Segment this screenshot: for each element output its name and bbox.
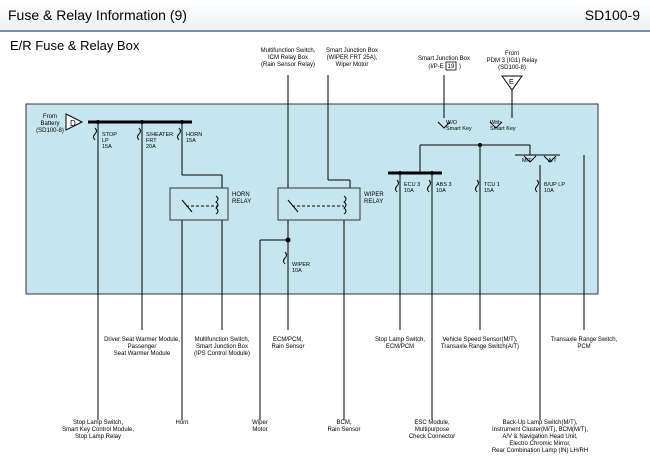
wo-smart-key-label-0: W/O — [446, 120, 458, 126]
fuse-stop-lp-label-2: 15A — [102, 144, 112, 150]
fuse-tcu1-label-0: TCU 1 — [484, 182, 500, 188]
fuse-stop-lp-label-0: STOP — [102, 132, 117, 138]
horn-bottom-label: Horn — [175, 420, 188, 426]
pdm-connector-icon — [501, 75, 523, 91]
battery-label-2: (SD100-8) — [36, 128, 64, 134]
multifunction-label-1: ICM Relay Box — [268, 55, 308, 61]
pdm-label-2: (SD100-8) — [498, 65, 526, 71]
backup-label-2: A/V & Navigation Head Unit, — [502, 434, 578, 440]
backup-label-3: Electro Chromic Mirror, — [509, 441, 571, 447]
backup-label-0: Back-Up Lamp Switch(M/T), — [502, 420, 577, 426]
fuse-horn-label-0: HORN — [186, 132, 202, 138]
page-code: SD100-9 — [584, 7, 640, 23]
wo-smart-key-label-1: Smart Key — [446, 126, 472, 132]
fuse-sheater-label-1: FRT — [146, 138, 157, 144]
smart-jb-wiper-label-1: (WIPER FRT 25A), — [327, 55, 378, 61]
horn-relay-label-0: HORN — [232, 192, 250, 198]
wiper-relay-label-0: WIPER — [364, 192, 384, 198]
stop-lamp-label-0: Stop Lamp Switch, — [73, 420, 123, 426]
fuse-bup-label-1: 10A — [544, 188, 554, 194]
with-smart-key-label-0: With — [490, 120, 501, 126]
battery-connector-label: D — [70, 119, 76, 128]
fuse-bup-label-0: B/UP LP — [544, 182, 565, 188]
stop-lamp-ecm-label-0: Stop Lamp Switch, — [375, 337, 425, 343]
at-label: A/T — [548, 158, 557, 164]
pdm-label-1: PDM 3 (IG1) Relay — [487, 58, 538, 64]
wiper-motor-label-1: Motor — [252, 427, 267, 433]
horn-relay-label-1: RELAY — [232, 199, 251, 205]
stop-lamp-ecm-label-1: ECM/PCM — [386, 344, 414, 350]
bcm-label-0: BCM, — [337, 420, 352, 426]
battery-connector-icon — [65, 113, 84, 131]
pdm-label-0: From — [505, 51, 519, 57]
fuse-horn-label-1: 15A — [186, 138, 196, 144]
multifunction-ips-label-2: (IPS Control Module) — [194, 351, 250, 357]
esc-label-0: ESC Module, — [414, 420, 450, 426]
driver-seat-label-0: Driver Seat Warmer Module, — [104, 337, 180, 343]
battery-label-0: From — [43, 114, 57, 120]
fuse-ecu3-label-0: ECU 3 — [404, 182, 420, 188]
smart-jb-ipe-label-3: ) — [459, 64, 461, 70]
smart-jb-ipe-label-1: (I/P-E — [428, 64, 443, 70]
backup-label-4: Rear Combination Lamp (IN) LH/RH — [492, 448, 588, 454]
vss-label-0: Vehicle Speed Sensor(M/T), — [442, 337, 517, 343]
multifunction-ips-label-0: Multifunction Switch, — [195, 337, 250, 343]
ipe-pin-box — [445, 61, 457, 71]
fuse-tcu1-label-1: 15A — [484, 188, 494, 194]
wiper-relay-label-1: RELAY — [364, 199, 383, 205]
fuse-abs3-label-1: 10A — [436, 188, 446, 194]
pdm-connector-label: E — [509, 79, 514, 86]
ecm-label-1: Rain Sensor — [271, 344, 304, 350]
smart-jb-wiper-label-0: Smart Junction Box — [326, 48, 378, 54]
battery-label-1: Battery — [40, 121, 59, 127]
smart-jb-ipe-label-0: Smart Junction Box — [418, 56, 470, 62]
bcm-label-1: Rain Sensor — [327, 427, 360, 433]
fuse-wiper-label-1: 10A — [292, 268, 302, 274]
trs-label-1: PCM — [577, 344, 590, 350]
smart-jb-wiper-label-2: Wiper Motor — [336, 62, 369, 68]
wiper-relay-box — [277, 187, 361, 221]
mt-label: M/T — [522, 158, 532, 164]
fuse-sheater-label-0: S/HEATER — [146, 132, 173, 138]
smart-jb-ipe-label-2: 19 — [448, 64, 455, 70]
driver-seat-label-2: Seat Warmer Module — [114, 351, 171, 357]
fuse-sheater-label-2: 20A — [146, 144, 156, 150]
fuse-stop-lp-label-1: LP — [102, 138, 109, 144]
page-title: Fuse & Relay Information (9) — [8, 7, 187, 23]
multifunction-label-2: (Rain Sensor Relay) — [261, 62, 315, 68]
fuse-ecu3-label-1: 10A — [404, 188, 414, 194]
horn-relay-box — [169, 187, 229, 221]
title-bar: Fuse & Relay Information (9) SD100-9 — [0, 0, 650, 32]
fuse-wiper-label-0: WIPER — [292, 262, 310, 268]
vss-label-1: Transaxle Range Switch(A/T) — [441, 344, 519, 350]
wiper-motor-label-0: Wiper — [252, 420, 268, 426]
driver-seat-label-1: Passenger — [128, 344, 157, 350]
multifunction-label-0: Multifunction Switch, — [261, 48, 316, 54]
with-smart-key-label-1: Smart Key — [490, 126, 516, 132]
backup-label-1: Instrument Cluster(M/T), BCM(M/T), — [492, 427, 588, 433]
ecm-label-0: ECM/PCM, — [273, 337, 303, 343]
fuse-abs3-label-0: ABS 3 — [436, 182, 452, 188]
trs-label-0: Transaxle Range Switch, — [551, 337, 618, 343]
section-title: E/R Fuse & Relay Box — [10, 38, 140, 53]
stop-lamp-label-1: Smart Key Control Module, — [62, 427, 134, 433]
esc-label-1: Multipurpose — [415, 427, 450, 433]
esc-label-2: Check Connector — [409, 434, 455, 440]
stop-lamp-label-2: Stop Lamp Relay — [75, 434, 121, 440]
multifunction-ips-label-1: Smart Junction Box — [196, 344, 248, 350]
